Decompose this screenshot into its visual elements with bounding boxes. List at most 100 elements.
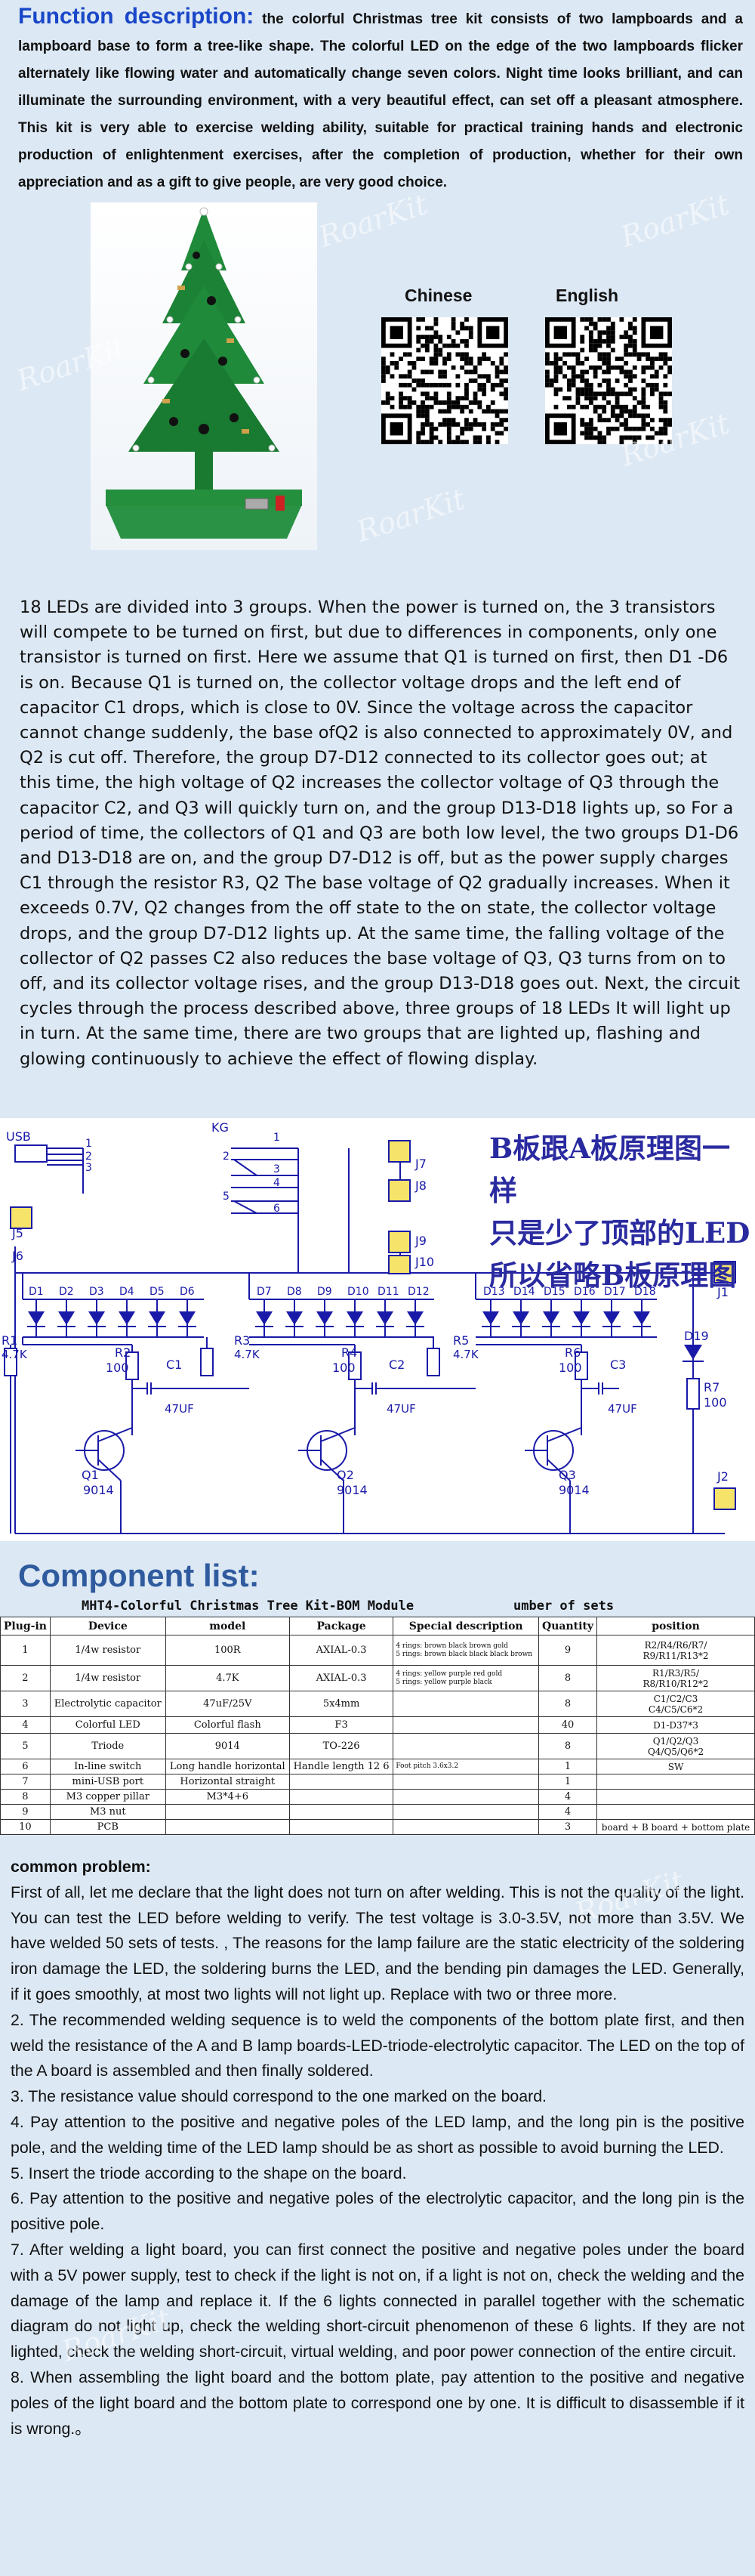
r4-value: 100 xyxy=(332,1361,356,1375)
circuit-explanation-section: 18 LEDs are divided into 3 groups. When … xyxy=(0,574,755,1118)
bom-header-cell: position xyxy=(596,1617,755,1635)
j1-label: J1 xyxy=(716,1285,729,1299)
function-description-body: the colorful Christmas tree kit consists… xyxy=(18,11,744,190)
led-d16: D16 xyxy=(572,1286,596,1337)
bom-header-cell: Special description xyxy=(393,1617,540,1635)
r1-label: R1 xyxy=(2,1333,17,1348)
led-label: D5 xyxy=(149,1286,165,1298)
r5-value: 4.7K xyxy=(453,1348,479,1361)
watermark: RoarKit xyxy=(352,482,470,548)
watermark: RoarKit xyxy=(314,187,432,254)
common-problems: common problem: First of all, let me dec… xyxy=(11,1855,744,2442)
bom-cell: 9014 xyxy=(165,1733,290,1759)
bom-cell: 1/4w resistor xyxy=(49,1665,166,1691)
led-d4: D4 xyxy=(118,1286,136,1337)
problem-item: 2. The recommended welding sequence is t… xyxy=(11,2010,744,2080)
pin-label: 3 xyxy=(273,1163,280,1175)
j2-label: J2 xyxy=(716,1469,729,1484)
bom-cell: Colorful flash xyxy=(165,1716,290,1734)
bom-cell xyxy=(393,1789,540,1805)
bom-cell: 5 xyxy=(0,1733,51,1759)
bom-cell: SW xyxy=(596,1759,755,1774)
led-label: D1 xyxy=(29,1286,44,1298)
led-d2: D2 xyxy=(57,1286,76,1337)
pin-label: 3 xyxy=(85,1162,92,1174)
led-d8: D8 xyxy=(285,1286,304,1337)
j6-label: J6 xyxy=(11,1249,23,1263)
led-d1: D1 xyxy=(27,1286,45,1337)
bom-cell xyxy=(596,1789,755,1805)
led-label: D18 xyxy=(634,1286,656,1298)
c3-label: C3 xyxy=(610,1357,626,1372)
bom-cell: 3 xyxy=(0,1691,51,1717)
r6-label: R6 xyxy=(565,1345,581,1360)
pin-label: 1 xyxy=(85,1138,92,1150)
c2-label: C2 xyxy=(389,1357,405,1372)
led-d13: D13 xyxy=(482,1286,505,1337)
led-label: D7 xyxy=(257,1286,272,1298)
led-d14: D14 xyxy=(512,1286,535,1337)
bom-cell: Q1/Q2/Q3 Q4/Q5/Q6*2 xyxy=(596,1733,755,1759)
bom-cell xyxy=(288,1789,394,1805)
circuit-schematic: D1D2D3D4D5D6D7D8D9D10D11D12D13D14D15D16D… xyxy=(2,1120,736,1534)
bom-cell: PCB xyxy=(49,1819,166,1835)
bom-header-cell: Plug-in xyxy=(0,1617,51,1635)
bom-cell: 8 xyxy=(538,1665,598,1691)
circuit-explanation: 18 LEDs are divided into 3 groups. When … xyxy=(20,598,741,1069)
d19-label: D19 xyxy=(684,1329,709,1343)
qr-code-english[interactable] xyxy=(545,317,672,444)
led-d17: D17 xyxy=(602,1286,626,1337)
q2-label: Q2 xyxy=(337,1468,354,1482)
led-d12: D12 xyxy=(406,1286,430,1337)
bom-header-cell: Package xyxy=(288,1617,394,1635)
c3-value: 47UF xyxy=(608,1402,637,1416)
r4-label: R4 xyxy=(341,1345,357,1360)
problem-item: 7. After welding a light board, you can … xyxy=(11,2240,744,2361)
led-label: D10 xyxy=(347,1286,369,1298)
bom-cell: Horizontal straight xyxy=(165,1774,290,1790)
common-problems-title: common problem: xyxy=(11,1858,151,1876)
r1-value: 4.7K xyxy=(2,1348,28,1361)
bom-cell xyxy=(596,1804,755,1820)
problem-item: 4. Pay attention to the positive and neg… xyxy=(11,2112,744,2157)
bom-header-row: Plug-in Device model Package Special des… xyxy=(0,1617,755,1635)
bom-header-cell: Device xyxy=(49,1617,166,1635)
led-label: D17 xyxy=(604,1286,626,1298)
problem-item: First of all, let me declare that the li… xyxy=(11,1883,744,2003)
kg-label: KG xyxy=(211,1120,229,1135)
qr-code-chinese[interactable] xyxy=(381,317,508,444)
bom-cell xyxy=(596,1774,755,1790)
bom-cell: AXIAL-0.3 xyxy=(288,1665,394,1691)
c1-value: 47UF xyxy=(165,1402,194,1416)
problem-item: 6. Pay attention to the positive and neg… xyxy=(11,2189,744,2234)
led-label: D9 xyxy=(317,1286,332,1298)
j10-label: J10 xyxy=(414,1255,434,1269)
r3-value: 4.7K xyxy=(234,1348,260,1361)
bom-cell: 100R xyxy=(165,1635,290,1666)
led-label: D2 xyxy=(59,1286,74,1298)
bom-cell: In-line switch xyxy=(49,1759,166,1774)
bom-cell: F3 xyxy=(288,1716,394,1734)
bom-cell: 4 xyxy=(0,1716,51,1734)
bom-cell: 3 xyxy=(538,1819,598,1835)
bom-cell: C1/C2/C3 C4/C5/C6*2 xyxy=(596,1691,755,1717)
pin-label: 1 xyxy=(273,1132,280,1144)
bom-cell: 40 xyxy=(538,1716,598,1734)
led-d18: D18 xyxy=(633,1286,656,1337)
pin-label: 2 xyxy=(223,1151,230,1163)
bom-cell: Triode xyxy=(49,1733,166,1759)
led-d6: D6 xyxy=(178,1286,196,1337)
bom-cell xyxy=(393,1804,540,1820)
r7-label: R7 xyxy=(704,1380,720,1395)
led-label: D14 xyxy=(513,1286,535,1298)
bom-cell: D1-D37*3 xyxy=(596,1716,755,1734)
pin-label: 6 xyxy=(273,1203,280,1215)
